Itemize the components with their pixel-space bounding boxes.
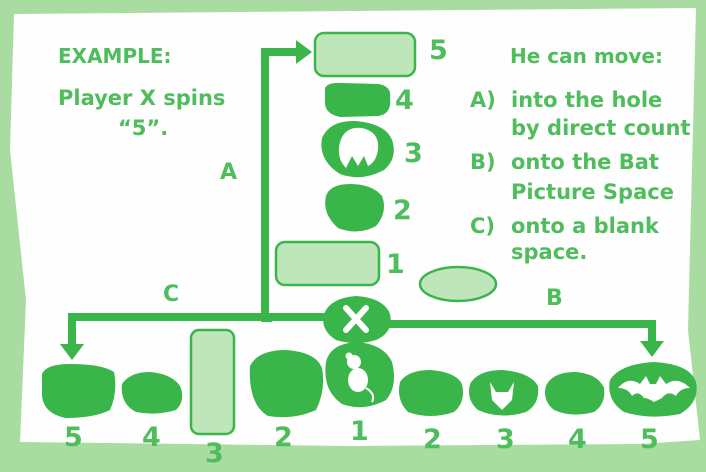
row-right-number-3: 3 bbox=[496, 426, 515, 453]
blank-oval-space bbox=[420, 267, 496, 301]
row-left-number-5: 5 bbox=[64, 424, 83, 451]
row-left-number-4: 4 bbox=[142, 424, 161, 451]
row-left-number-2: 2 bbox=[274, 424, 293, 451]
ghost-picture-icon bbox=[339, 128, 378, 168]
path-space-1 bbox=[276, 242, 379, 285]
path-number-1: 1 bbox=[386, 251, 405, 278]
rule-b-line-1: onto the Bat bbox=[511, 152, 659, 173]
row-left-space-3 bbox=[191, 330, 234, 434]
path-number-4: 4 bbox=[395, 87, 414, 114]
row-right-space-2 bbox=[399, 370, 463, 416]
path-b-label: B bbox=[546, 288, 563, 310]
example-line-2: “5”. bbox=[118, 118, 168, 139]
rule-a-line-2: by direct count bbox=[511, 118, 690, 139]
path-number-3: 3 bbox=[404, 140, 423, 167]
row-left-space-2 bbox=[250, 350, 323, 417]
row-center-number-1: 1 bbox=[350, 418, 369, 445]
path-number-5: 5 bbox=[429, 37, 448, 64]
row-right-space-4 bbox=[545, 372, 604, 415]
row-right-number-5: 5 bbox=[640, 426, 659, 453]
rule-c-line-1: onto a blank bbox=[511, 216, 659, 237]
rule-a-letter: A) bbox=[470, 90, 496, 111]
rule-b-letter: B) bbox=[470, 152, 496, 173]
hole-space-5 bbox=[315, 33, 415, 76]
rule-b-line-2: Picture Space bbox=[511, 182, 674, 203]
rule-c-line-2: space. bbox=[511, 242, 587, 263]
path-a-label: A bbox=[220, 162, 237, 184]
path-c-label: C bbox=[163, 284, 179, 306]
rules-heading: He can move: bbox=[510, 46, 663, 66]
row-left-space-5 bbox=[42, 364, 115, 418]
rule-c-letter: C) bbox=[470, 216, 495, 237]
row-right-number-4: 4 bbox=[568, 426, 587, 453]
example-line-1: Player X spins bbox=[58, 88, 225, 109]
path-space-4 bbox=[325, 83, 390, 117]
rule-a-line-1: into the hole bbox=[511, 90, 662, 111]
row-left-number-3: 3 bbox=[205, 440, 224, 467]
example-title: EXAMPLE: bbox=[58, 46, 172, 66]
path-number-2: 2 bbox=[393, 197, 412, 224]
row-right-number-2: 2 bbox=[423, 426, 442, 453]
